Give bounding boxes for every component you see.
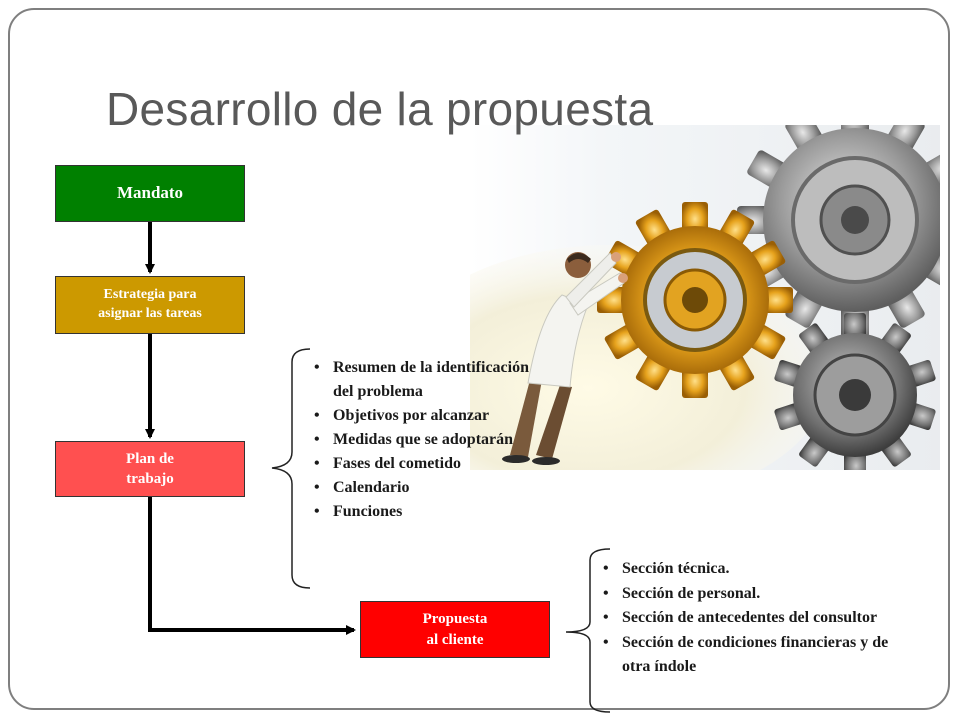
list-item: Resumen de la identificación del problem… (314, 356, 544, 404)
list-item: Fases del cometido (314, 452, 544, 476)
plan-de-trabajo-box: Plan de trabajo (55, 441, 245, 497)
slide-title: Desarrollo de la propuesta (106, 83, 654, 135)
list-item: Funciones (314, 500, 544, 524)
arrow-plan-propuesta (148, 497, 356, 635)
propuesta-items-list: Sección técnica. Sección de personal. Se… (603, 557, 893, 680)
list-item: Objetivos por alcanzar (314, 404, 544, 428)
list-item: Sección de condiciones financieras y de … (603, 631, 893, 680)
list-item: Sección de antecedentes del consultor (603, 606, 893, 631)
propuesta-al-cliente-box: Propuesta al cliente (360, 601, 550, 658)
plan-items-list: Resumen de la identificación del problem… (314, 356, 544, 524)
list-item: Medidas que se adoptarán (314, 428, 544, 452)
bracket-propuesta (565, 548, 611, 713)
mandato-box: Mandato (55, 165, 245, 222)
bracket-plan (271, 348, 311, 589)
list-item: Sección técnica. (603, 557, 893, 582)
estrategia-box: Estrategia para asignar las tareas (55, 276, 245, 334)
list-item: Calendario (314, 476, 544, 500)
list-item: Sección de personal. (603, 582, 893, 607)
